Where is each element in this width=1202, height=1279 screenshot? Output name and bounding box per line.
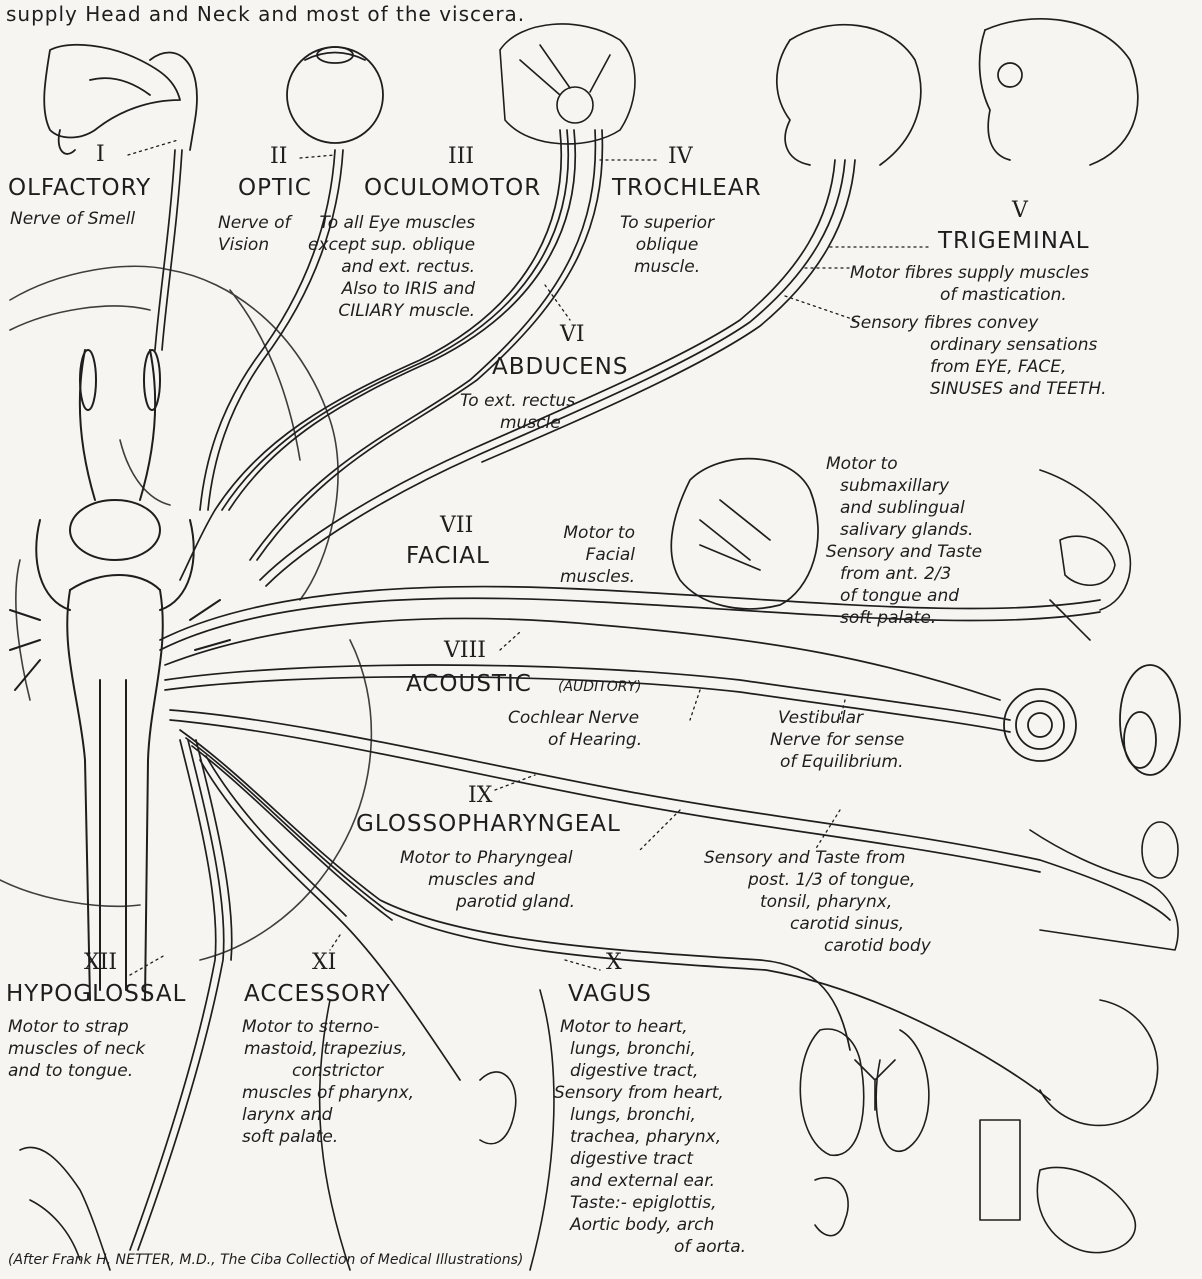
- vagus-name: VAGUS: [568, 983, 652, 1006]
- lungs-heart-drawing: [800, 1029, 929, 1155]
- glossopharyngeal-sensory-desc: Sensory and Taste from post. 1/3 of tong…: [704, 847, 931, 957]
- head-facial-muscles-drawing: [671, 459, 818, 609]
- trigeminal-name: TRIGEMINAL: [938, 230, 1090, 253]
- acoustic-name-sub: (AUDITORY): [558, 680, 642, 694]
- optic-numeral: II: [270, 146, 287, 168]
- inner-ear-drawing: [1004, 665, 1180, 775]
- oculomotor-name: OCULOMOTOR: [364, 177, 541, 200]
- glossopharyngeal-numeral: IX: [468, 785, 492, 807]
- abducens-numeral: VI: [560, 324, 585, 346]
- nose-drawing: [44, 45, 197, 154]
- accessory-numeral: XI: [312, 952, 336, 974]
- glossopharyngeal-motor-desc: Motor to Pharyngeal muscles and parotid …: [400, 847, 575, 913]
- hypoglossal-numeral: XII: [84, 952, 117, 974]
- facial-muscles-desc: Motor to Facial muscles.: [560, 522, 635, 588]
- digestive-tract-drawing: [980, 1000, 1158, 1253]
- trochlear-name: TROCHLEAR: [612, 177, 762, 200]
- trigeminal-sensory-desc: Sensory fibres convey ordinary sensation…: [850, 312, 1107, 400]
- trigeminal-numeral: V: [1012, 200, 1028, 222]
- pharynx-drawing: [1030, 822, 1178, 950]
- abducens-name: ABDUCENS: [492, 356, 628, 379]
- abducens-desc: To ext. rectus muscle: [460, 390, 575, 434]
- header-caption: supply Head and Neck and most of the vis…: [6, 4, 525, 24]
- oculomotor-numeral: III: [448, 146, 474, 168]
- eyeball-drawing: [287, 47, 383, 143]
- facial-glands-desc: Motor to submaxillary and sublingual sal…: [826, 453, 982, 629]
- trigeminal-motor-desc: Motor fibres supply muscles of masticati…: [850, 262, 1089, 306]
- orbit-drawing: [500, 24, 635, 144]
- trochlear-desc: To superior oblique muscle.: [620, 212, 714, 278]
- accessory-name: ACCESSORY: [244, 983, 391, 1006]
- facial-name: FACIAL: [406, 545, 490, 568]
- face-profiles-drawing: [777, 19, 1138, 165]
- oculomotor-desc: To all Eye muscles except sup. oblique a…: [308, 212, 475, 322]
- olfactory-desc: Nerve of Smell: [10, 208, 135, 230]
- trochlear-numeral: IV: [668, 146, 693, 168]
- olfactory-numeral: I: [96, 144, 105, 166]
- olfactory-name: OLFACTORY: [8, 177, 151, 200]
- hypoglossal-desc: Motor to strap muscles of neck and to to…: [8, 1016, 145, 1082]
- credit-line: (After Frank H. NETTER, M.D., The Ciba C…: [8, 1253, 523, 1267]
- optic-desc: Nerve of Vision: [218, 212, 290, 256]
- vestibular-desc: Vestibular Nerve for sense of Equilibriu…: [770, 707, 904, 773]
- facial-numeral: VII: [440, 515, 473, 537]
- glossopharyngeal-name: GLOSSOPHARYNGEAL: [356, 813, 621, 836]
- cochlear-desc: Cochlear Nerve of Hearing.: [508, 707, 642, 751]
- acoustic-numeral: VIII: [444, 640, 486, 662]
- vagus-numeral: X: [606, 952, 622, 974]
- hypoglossal-name: HYPOGLOSSAL: [6, 983, 186, 1006]
- accessory-desc: Motor to sterno- mastoid, trapezius, con…: [242, 1016, 414, 1148]
- vagus-desc: Motor to heart, lungs, bronchi, digestiv…: [554, 1016, 746, 1258]
- optic-name: OPTIC: [238, 177, 312, 200]
- acoustic-name: ACOUSTIC: [406, 673, 532, 696]
